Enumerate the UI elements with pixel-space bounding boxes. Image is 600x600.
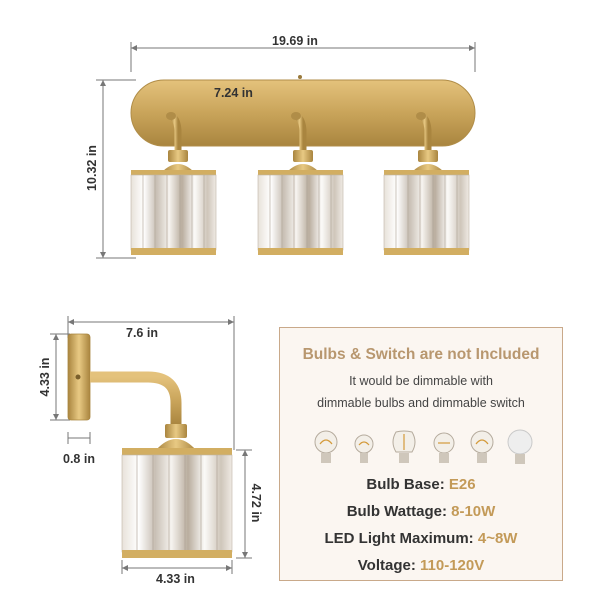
shade-height-label: 4.72 in: [249, 483, 263, 523]
filament-bulb-icon: [433, 432, 455, 463]
spec-voltage: Voltage: 110-120V: [357, 557, 485, 574]
frosted-bulb-icon: [507, 429, 533, 464]
filament-bulb-icon: [314, 430, 338, 463]
panel-title: Bulbs & Switch are not Included: [302, 346, 540, 363]
plate-thickness-label: 0.8 in: [63, 452, 95, 466]
spec-led-max: LED Light Maximum: 4~8W: [324, 530, 518, 547]
total-width-label: 19.69 in: [272, 34, 318, 48]
plate-height-label: 4.33 in: [38, 357, 52, 397]
panel-subtitle-line2: dimmable bulbs and dimmable switch: [317, 396, 525, 410]
filament-bulb-icon: [354, 434, 374, 463]
filament-bulb-icon: [470, 430, 494, 463]
spec-bulb-base: Bulb Base: E26: [366, 476, 476, 493]
info-panel: Bulbs & Switch are not Included It would…: [279, 327, 563, 581]
filament-bulb-icon: [392, 430, 416, 463]
bulb-icons-row: [310, 428, 538, 468]
spec-bulb-wattage: Bulb Wattage: 8-10W: [346, 503, 496, 520]
shade-spacing-label: 7.24 in: [214, 86, 253, 100]
side-depth-label: 7.6 in: [126, 326, 158, 340]
shade-width-label: 4.33 in: [156, 572, 195, 586]
panel-subtitle-line1: It would be dimmable with: [349, 374, 493, 388]
total-height-label: 10.32 in: [85, 145, 99, 191]
